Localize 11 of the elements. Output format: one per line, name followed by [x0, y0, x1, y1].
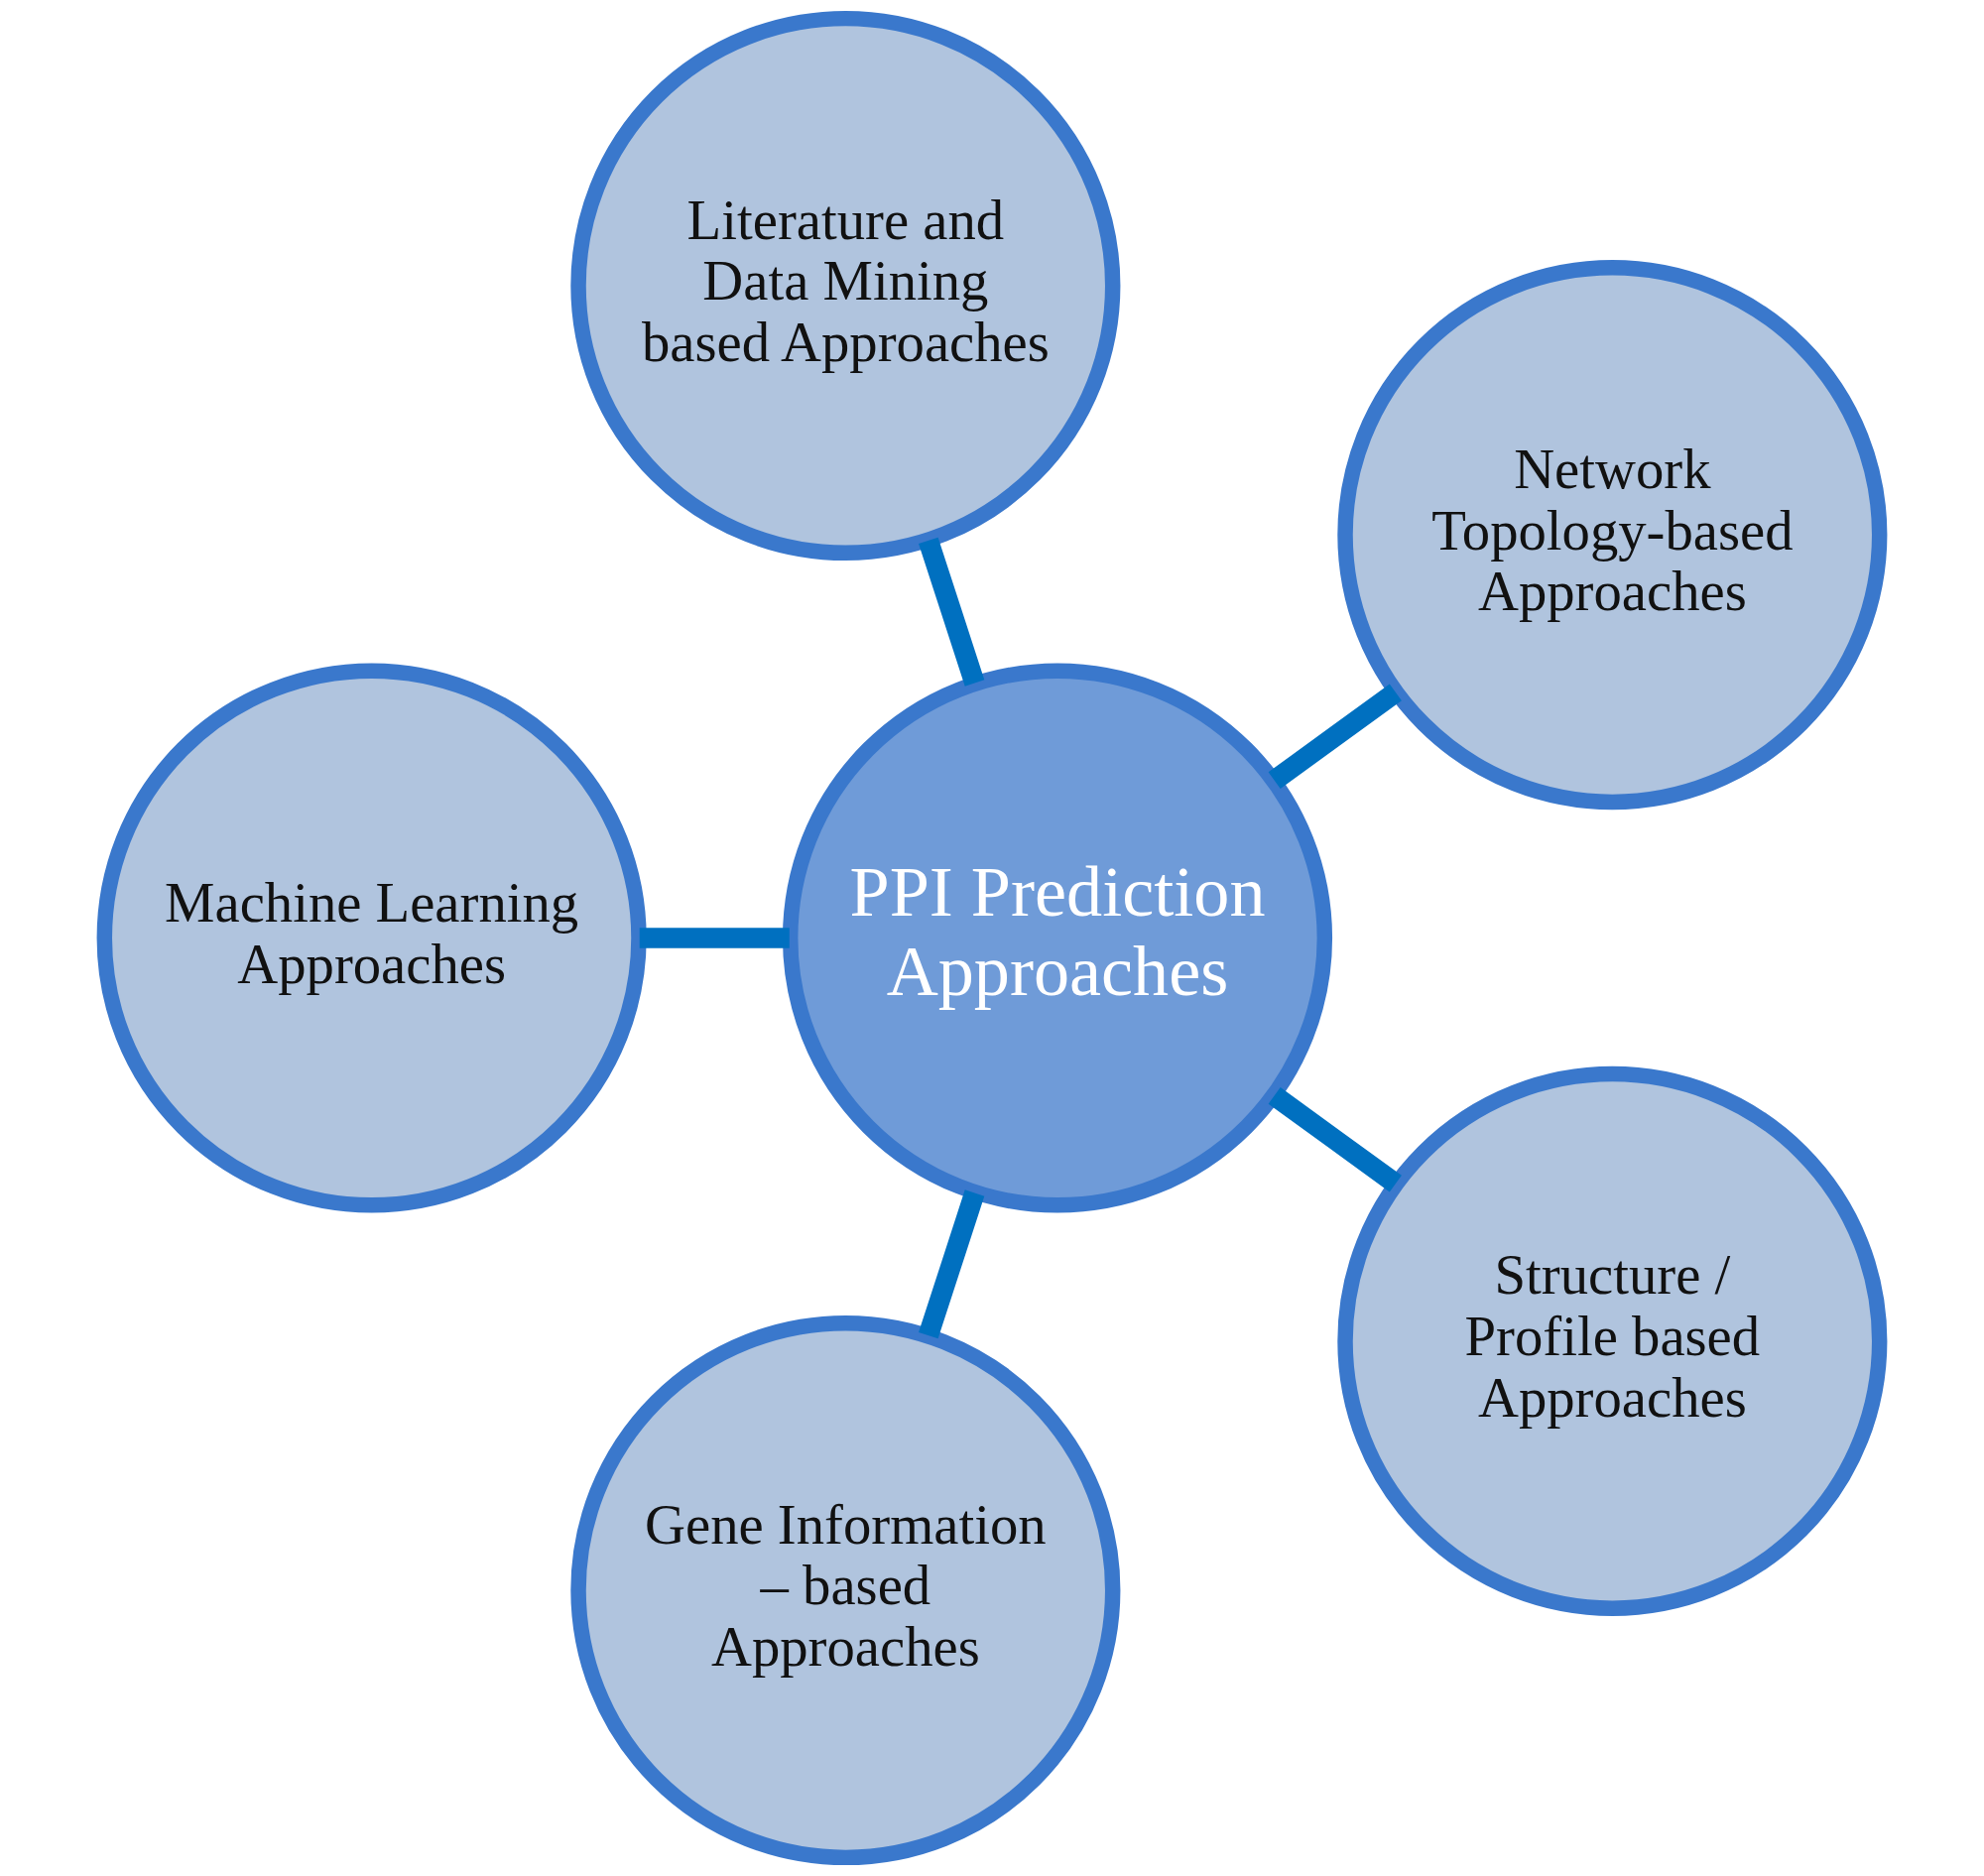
node-circle: Machine Learning Approaches: [96, 663, 647, 1213]
connector: [919, 1189, 985, 1339]
node-circle: Network Topology-based Approaches: [1337, 260, 1888, 811]
connector: [1268, 1087, 1402, 1192]
connector: [639, 928, 790, 948]
node-circle: Literature and Data Mining based Approaches: [570, 10, 1121, 561]
node-circle: Structure / Profile based Approaches: [1337, 1065, 1888, 1616]
connector: [919, 537, 985, 687]
node-circle: PPI Prediction Approaches: [782, 663, 1333, 1213]
connector: [1268, 684, 1402, 789]
node-circle: Gene Information – based Approaches: [570, 1315, 1121, 1866]
